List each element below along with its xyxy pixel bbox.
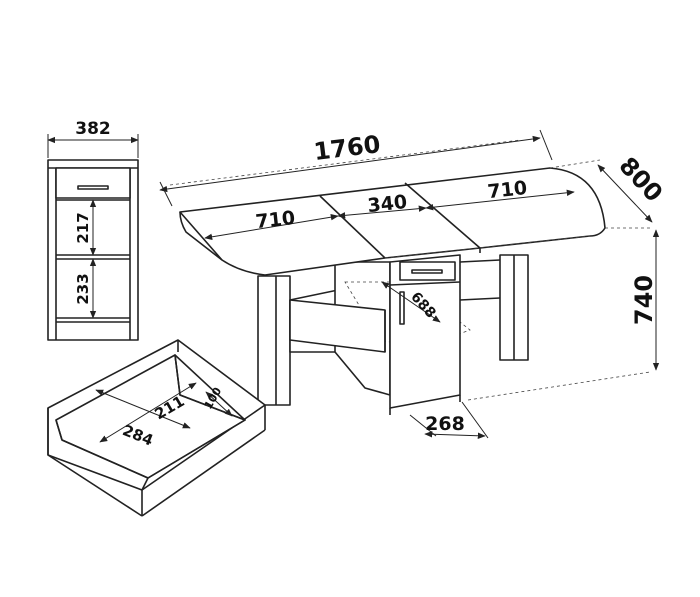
dim-shelf-upper: 217 [74,212,92,243]
drawer-handle-icon [77,185,109,190]
cabinet-side-view [47,134,139,341]
table-perspective-view [159,129,660,439]
dim-center-top: 340 [366,191,408,217]
dim-height: 740 [630,275,658,325]
cabinet-drawer [55,167,131,199]
dim-cabinet-width: 268 [425,413,465,435]
table-drawer [399,261,456,281]
dim-cabinet-depth: 382 [75,119,111,139]
table-drawer-handle-icon [411,269,443,274]
drawer-detail-view [47,339,266,517]
dim-shelf-lower: 233 [74,273,92,304]
dim-depth: 800 [614,152,669,208]
dim-leaf-left: 710 [254,207,296,233]
dim-leaf-right: 710 [486,177,528,203]
